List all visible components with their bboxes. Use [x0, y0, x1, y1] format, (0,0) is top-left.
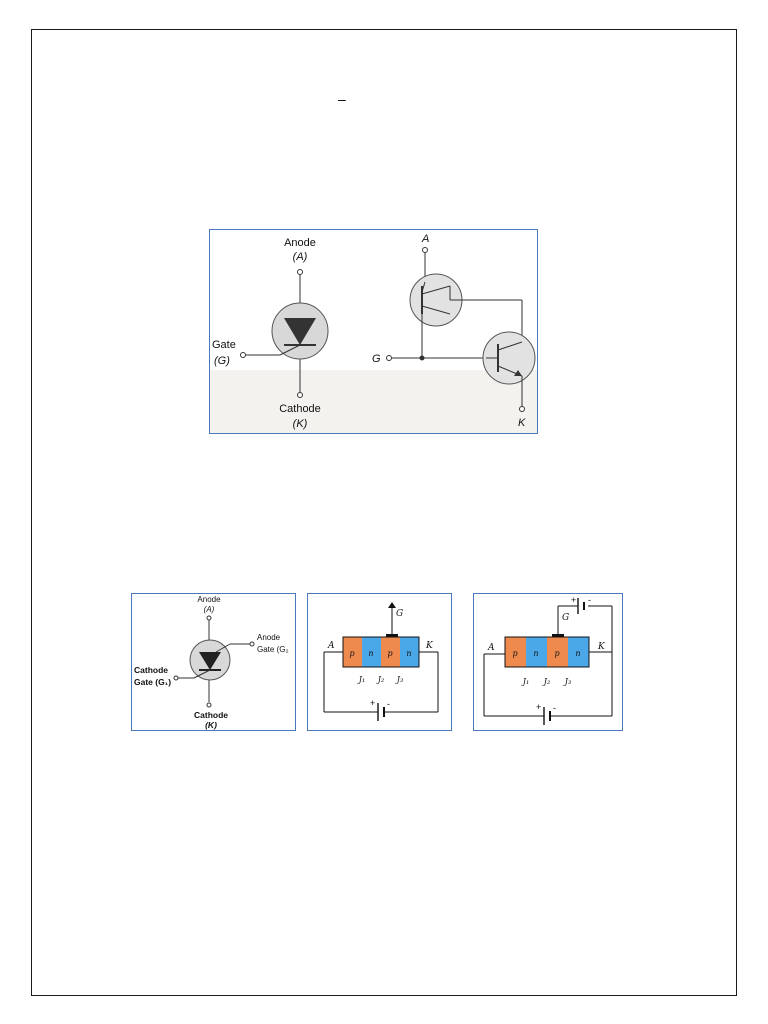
scr-gate-lead — [279, 344, 301, 356]
scs-cathode-gate-label: Cathode — [134, 665, 168, 675]
s2-layer-1 — [505, 637, 526, 667]
scr-cathode-terminal — [297, 392, 303, 398]
s2-gate-battery-minus: - — [588, 595, 591, 605]
scs-symbol-svg: Anode (A) Anode Gate (G₂ Cathode Gate (G… — [134, 595, 289, 730]
s1-anode-label: A — [327, 641, 335, 651]
s1-junction-1: J₁ — [357, 675, 365, 684]
s2-junction-2: J₂ — [542, 677, 550, 686]
scr-figure-svg: Anode (A) Gate (G) Cathode (K) A G — [210, 233, 537, 433]
pnpn-structure-1-svg: G p n p n A K + - J₁ J₂ J₃ — [323, 602, 439, 721]
s2-battery-minus: - — [553, 703, 556, 713]
scs-anode-label: Anode — [197, 595, 221, 604]
scs-cathode-gate-terminal — [173, 675, 179, 681]
scs-symbol-figure: Anode (A) Anode Gate (G₂ Cathode Gate (G… — [131, 593, 296, 731]
s1-battery-minus: - — [387, 699, 390, 709]
equiv-gate-terminal — [386, 355, 392, 361]
equiv-cathode-label: K — [518, 417, 526, 429]
s2-gate-label: G — [562, 613, 569, 623]
scs-anode-gate-symbol: Gate (G₂ — [257, 645, 289, 654]
s2-junction-3: J₃ — [563, 677, 571, 686]
scs-anode-gate-terminal — [249, 641, 255, 647]
scr-anode-terminal — [297, 269, 303, 275]
s2-junction-1: J₁ — [521, 677, 529, 686]
scr-figure: Anode (A) Gate (G) Cathode (K) A G — [209, 229, 538, 434]
s1-layer-4-label: n — [406, 649, 411, 658]
s1-layer-2-label: n — [368, 649, 373, 658]
scr-anode-label: Anode — [284, 237, 316, 249]
equiv-anode-label: A — [421, 233, 429, 245]
scs-diode-triangle — [199, 652, 221, 670]
scs-cathode-symbol: (K) — [205, 720, 217, 730]
scs-anode-gate-lead — [215, 643, 231, 653]
s2-junction-labels: J₁ J₂ J₃ — [521, 677, 571, 686]
top-mark: – — [338, 91, 346, 107]
pnpn-structure-2: + - G p n p n A K + - J₁ J₂ J₃ — [473, 593, 623, 731]
scs-cathode-gate-lead — [193, 669, 211, 679]
scr-gate-terminal — [240, 352, 246, 358]
s1-junction-2: J₂ — [376, 675, 384, 684]
s1-battery-plus: + — [370, 698, 375, 708]
s1-layer-3 — [381, 637, 400, 667]
s1-layer-1 — [343, 637, 362, 667]
scs-anode-symbol: (A) — [204, 605, 215, 614]
pnpn-structure-1: G p n p n A K + - J₁ J₂ J₃ — [307, 593, 452, 731]
s2-layer-2 — [526, 637, 547, 667]
scs-cathode-label: Cathode — [194, 710, 228, 720]
page-border — [31, 29, 737, 996]
s2-gate-contact — [552, 634, 564, 638]
s1-gate-contact — [386, 634, 398, 638]
scr-gate-label: Gate — [212, 339, 236, 351]
s2-layer-3 — [547, 637, 568, 667]
scr-anode-symbol: (A) — [293, 251, 308, 263]
scs-cathode-terminal — [206, 702, 212, 708]
s1-layer-1-label: p — [349, 649, 354, 658]
s1-gate-arrow — [388, 602, 396, 608]
pnp-collector — [421, 305, 451, 315]
pnpn-structure-2-svg: + - G p n p n A K + - J₁ J₂ J₃ — [483, 595, 613, 725]
s2-layer-2-label: n — [533, 649, 538, 658]
npn-emitter-arrow — [514, 370, 522, 376]
scs-anode-terminal — [206, 615, 212, 621]
scr-gate-symbol: (G) — [214, 355, 230, 367]
s1-cathode-label: K — [425, 641, 434, 651]
s2-layer-4 — [568, 637, 589, 667]
s1-junction-3: J₃ — [395, 675, 403, 684]
npn-transistor-circle — [482, 331, 536, 385]
s1-layer-4 — [400, 637, 419, 667]
npn-collector — [497, 341, 523, 351]
pnp-emitter-lead — [421, 281, 426, 293]
s1-gate-label: G — [396, 609, 403, 619]
scan-background — [210, 370, 537, 433]
scs-anode-gate-label: Anode — [257, 633, 281, 642]
s2-battery-plus: + — [536, 702, 541, 712]
pnp-emitter — [421, 285, 451, 295]
s2-cathode-label: K — [597, 642, 606, 652]
scr-diode-triangle — [284, 318, 316, 345]
s2-anode-label: A — [487, 643, 495, 653]
scr-cathode-label: Cathode — [279, 403, 321, 415]
s2-layer-1-label: p — [512, 649, 517, 658]
equiv-anode-terminal — [422, 247, 428, 253]
s2-gate-battery-plus: + — [571, 595, 576, 605]
equiv-gate-label: G — [372, 353, 381, 365]
s1-layer-2 — [362, 637, 381, 667]
s2-layer-3-label: p — [554, 649, 559, 658]
s1-layer-3-label: p — [387, 649, 392, 658]
equiv-cathode-terminal — [519, 406, 525, 412]
scs-cathode-gate-symbol: Gate (G₁) — [134, 677, 171, 687]
s2-layer-4-label: n — [575, 649, 580, 658]
scr-cathode-symbol: (K) — [293, 418, 308, 430]
s1-junction-labels: J₁ J₂ J₃ — [357, 675, 403, 684]
